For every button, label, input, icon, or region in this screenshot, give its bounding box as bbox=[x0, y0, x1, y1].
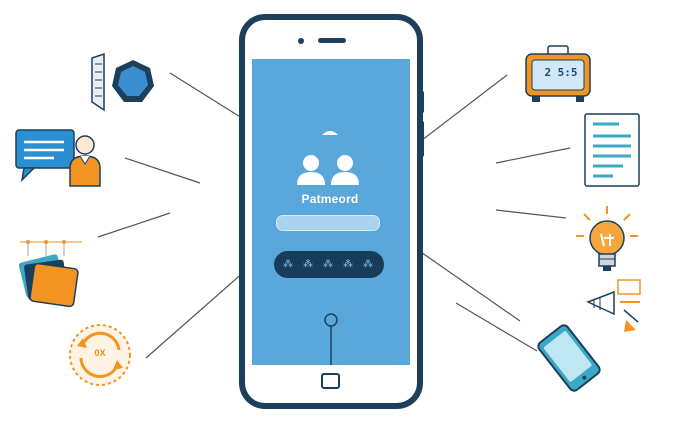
shield-ruler-icon bbox=[91, 52, 154, 112]
orange-badge-icon bbox=[69, 324, 131, 386]
clock-display: 2 5:5 bbox=[544, 66, 578, 79]
badge-label: 0X bbox=[94, 348, 106, 358]
alarm-clock-icon bbox=[525, 45, 591, 102]
screen-title: Patmeord bbox=[301, 192, 359, 206]
password-mask-bar[interactable]: ⁂ ⁂ ⁂ ⁂ ⁂ bbox=[274, 251, 384, 278]
document-stack-icon bbox=[18, 240, 82, 308]
pen-tools-icon bbox=[586, 279, 641, 332]
document-icon bbox=[584, 113, 640, 187]
password-field[interactable] bbox=[276, 215, 380, 231]
mobile-phone-icon bbox=[537, 324, 601, 392]
chat-user-icon bbox=[15, 129, 101, 187]
smartphone bbox=[239, 14, 424, 409]
light-bulb-icon bbox=[576, 206, 638, 271]
